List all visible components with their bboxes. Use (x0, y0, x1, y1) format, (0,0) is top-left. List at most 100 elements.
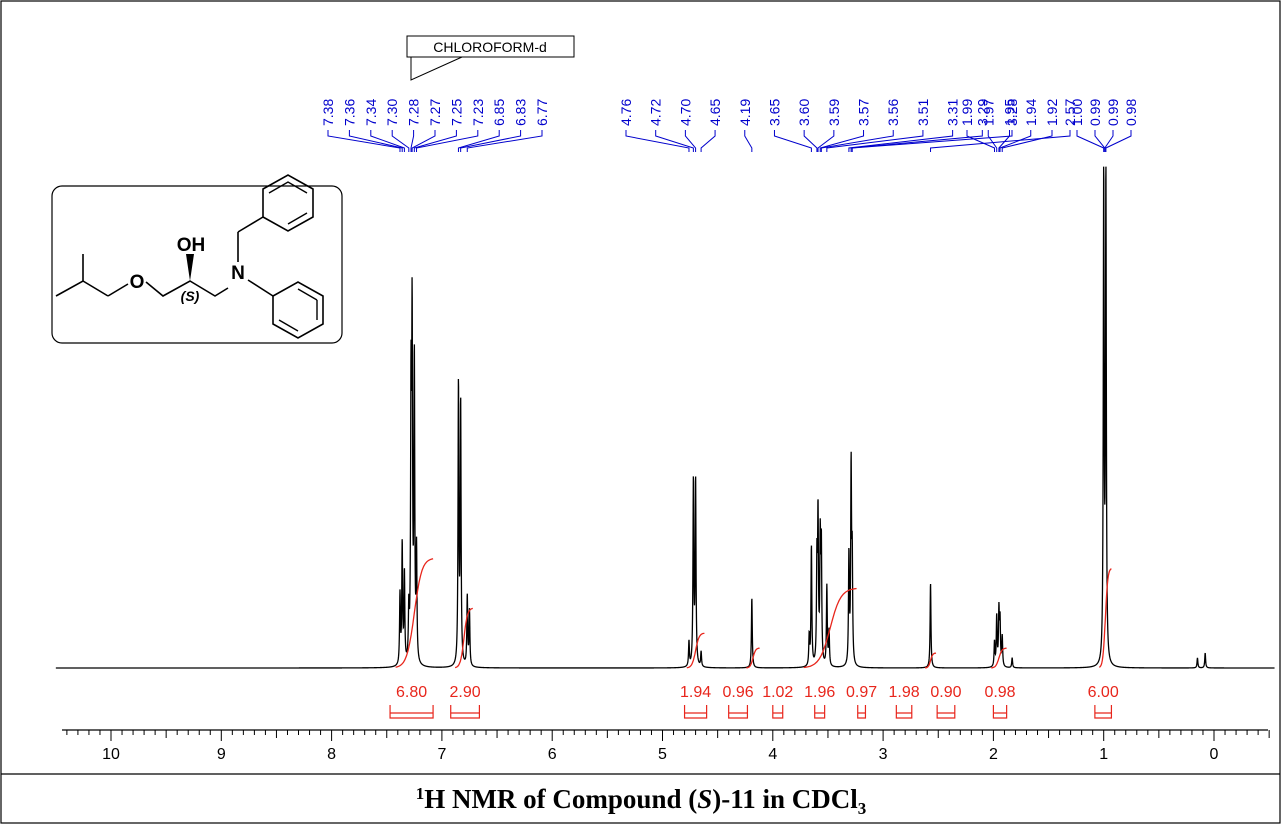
integral-curve (746, 647, 760, 669)
integral-bracket (450, 705, 481, 719)
peak-label: 1.94 (1023, 99, 1039, 126)
phenyl-ring (272, 281, 324, 339)
x-axis-tick-label: 9 (217, 746, 226, 763)
peak-leader (700, 130, 716, 152)
integral-bracket (895, 705, 913, 719)
peak-leader (457, 130, 500, 152)
benzyl-ring (262, 174, 314, 232)
x-axis-tick-label: 4 (768, 746, 777, 763)
solvent-label: CHLOROFORM-d (433, 39, 547, 55)
peak-leader (851, 130, 1013, 152)
figure-caption: 1H NMR of Compound (S)-11 in CDCl3 (0, 774, 1282, 824)
integral-value: 6.00 (1088, 684, 1119, 701)
peak-label: 1.95 (1002, 99, 1018, 126)
atom-label-n: N (231, 263, 245, 284)
x-axis-tick-label: 5 (658, 746, 667, 763)
peak-leader (327, 130, 401, 152)
peak-leader (1076, 130, 1105, 152)
structure-box (51, 185, 343, 344)
integral-bracket (814, 705, 826, 719)
peak-label: 4.19 (737, 99, 753, 126)
peak-label: 3.31 (945, 99, 961, 126)
peak-label: 7.30 (384, 99, 400, 126)
peak-leader (413, 130, 457, 152)
peak-leader (370, 130, 405, 152)
peak-leader (684, 130, 697, 152)
peak-label: 7.25 (448, 99, 464, 126)
integral-value: 1.02 (762, 684, 793, 701)
peak-label: 4.72 (648, 99, 664, 126)
peak-label: 7.28 (406, 99, 422, 126)
peak-leader (773, 130, 812, 152)
integral-curve (924, 652, 937, 669)
peak-leader (416, 130, 479, 152)
peak-label: 7.34 (363, 99, 379, 126)
phenyl-ring-inner (278, 319, 299, 332)
integral-value: 0.90 (930, 684, 961, 701)
peak-leader (987, 130, 998, 152)
caption-superscript: 1 (415, 784, 425, 803)
integral-value: 1.94 (680, 684, 711, 701)
peak-label: 3.65 (766, 99, 782, 126)
peak-label: 3.51 (915, 99, 931, 126)
peak-label: 6.83 (513, 99, 529, 126)
integral-curve (395, 558, 434, 668)
integral-value: 1.96 (804, 684, 835, 701)
peak-leader (819, 130, 865, 152)
solvent-annotation: CHLOROFORM-d (406, 35, 575, 81)
integral-value: 0.96 (722, 684, 753, 701)
phenyl-ring-inner (297, 288, 318, 301)
peak-leader (817, 130, 835, 152)
benzyl-ring-inner (268, 181, 308, 194)
wedge-bond (186, 254, 194, 281)
caption-part-a: H NMR of Compound ( (424, 784, 698, 814)
integral-value: 6.80 (396, 684, 427, 701)
integral-bracket (683, 705, 708, 719)
integral-curve (686, 632, 705, 669)
caption-subscript: 3 (857, 799, 867, 818)
x-axis-tick-label: 0 (1210, 746, 1219, 763)
peak-label: 3.29 (974, 99, 990, 126)
integral-bracket (936, 705, 956, 719)
atom-label-oh: OH (177, 235, 206, 256)
peak-label: 2.57 (1062, 99, 1078, 126)
x-axis-tick-label: 3 (879, 746, 888, 763)
peak-label: 4.65 (707, 99, 723, 126)
peak-leader (803, 130, 818, 152)
peak-leader (998, 130, 1010, 152)
peak-label: 3.28 (1004, 99, 1020, 126)
structure-bonds (107, 283, 129, 297)
peak-label: 7.38 (320, 99, 336, 126)
peak-label: 4.70 (677, 99, 693, 126)
peak-label: 3.59 (826, 99, 842, 126)
x-axis-tick-label: 2 (989, 746, 998, 763)
peak-label: 6.85 (491, 99, 507, 126)
integral-curve (991, 647, 1007, 669)
peak-leader (966, 130, 996, 152)
integral-value: 1.98 (888, 684, 919, 701)
peak-label: 3.57 (856, 99, 872, 126)
peak-leader (625, 130, 690, 152)
x-axis-tick-label: 8 (327, 746, 336, 763)
x-axis-tick-label: 1 (1099, 746, 1108, 763)
spectrum-trace (55, 166, 1275, 669)
integral-bracket (857, 705, 867, 719)
peak-label: 0.99 (1105, 99, 1121, 126)
peak-leader (826, 130, 924, 152)
solvent-pointer-line (410, 56, 463, 81)
peak-leader (744, 130, 753, 152)
peak-label: 1.92 (1044, 99, 1060, 126)
peak-label: 0.99 (1087, 99, 1103, 126)
caption-part-b: )-11 in CDCl (712, 784, 858, 814)
caption-italic: S (697, 784, 713, 814)
peak-label: 0.98 (1123, 99, 1139, 126)
peak-leader (1001, 130, 1053, 152)
peak-label: 4.76 (618, 99, 634, 126)
peak-leader (820, 130, 894, 152)
peak-leader (411, 130, 436, 152)
x-axis-tick-label: 7 (437, 746, 446, 763)
